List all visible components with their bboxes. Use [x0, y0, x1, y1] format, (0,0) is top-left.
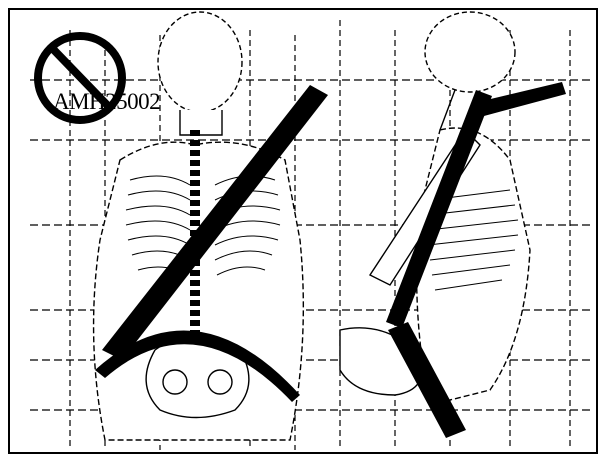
seat-belt-misuse-illustration [10, 10, 596, 452]
illustration-frame: AMH25002 [8, 8, 598, 454]
figure-code-label: AMH25002 [53, 90, 160, 113]
